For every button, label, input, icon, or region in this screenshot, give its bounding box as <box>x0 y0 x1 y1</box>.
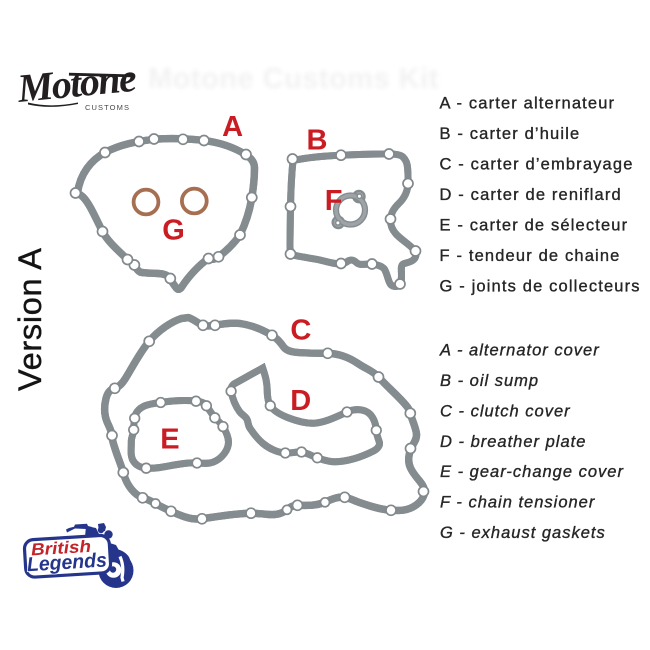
svg-text:F - tendeur de chaine: F - tendeur de chaine <box>440 247 621 265</box>
svg-text:G: G <box>162 215 185 247</box>
svg-text:E - gear-change cover: E - gear-change cover <box>440 463 624 481</box>
svg-text:A - carter alternateur: A - carter alternateur <box>440 95 616 113</box>
svg-text:C - clutch cover: C - clutch cover <box>440 402 571 420</box>
svg-text:D - breather plate: D - breather plate <box>440 433 586 451</box>
svg-text:E - carter de sélecteur: E - carter de sélecteur <box>440 216 629 234</box>
svg-text:CUSTOMS: CUSTOMS <box>85 103 130 112</box>
svg-text:Version A: Version A <box>12 247 48 391</box>
svg-text:E: E <box>160 423 179 455</box>
svg-text:G - exhaust gaskets: G - exhaust gaskets <box>440 524 606 542</box>
svg-text:B: B <box>307 124 328 156</box>
svg-text:G - joints de collecteurs: G - joints de collecteurs <box>440 277 641 295</box>
svg-text:F - chain tensioner: F - chain tensioner <box>440 494 596 512</box>
svg-text:A: A <box>222 111 243 143</box>
svg-text:Motone Customs Kit: Motone Customs Kit <box>148 63 439 95</box>
svg-text:B - carter d’huile: B - carter d’huile <box>440 125 581 143</box>
svg-text:British: British <box>30 537 91 560</box>
svg-text:C - carter d’embrayage: C - carter d’embrayage <box>440 156 634 174</box>
svg-text:F: F <box>325 185 343 217</box>
svg-text:B - oil sump: B - oil sump <box>440 372 539 390</box>
svg-text:A - alternator cover: A - alternator cover <box>439 342 600 360</box>
svg-text:D: D <box>290 385 311 417</box>
svg-text:D - carter de reniflard: D - carter de reniflard <box>440 186 622 204</box>
svg-text:C: C <box>290 315 311 347</box>
